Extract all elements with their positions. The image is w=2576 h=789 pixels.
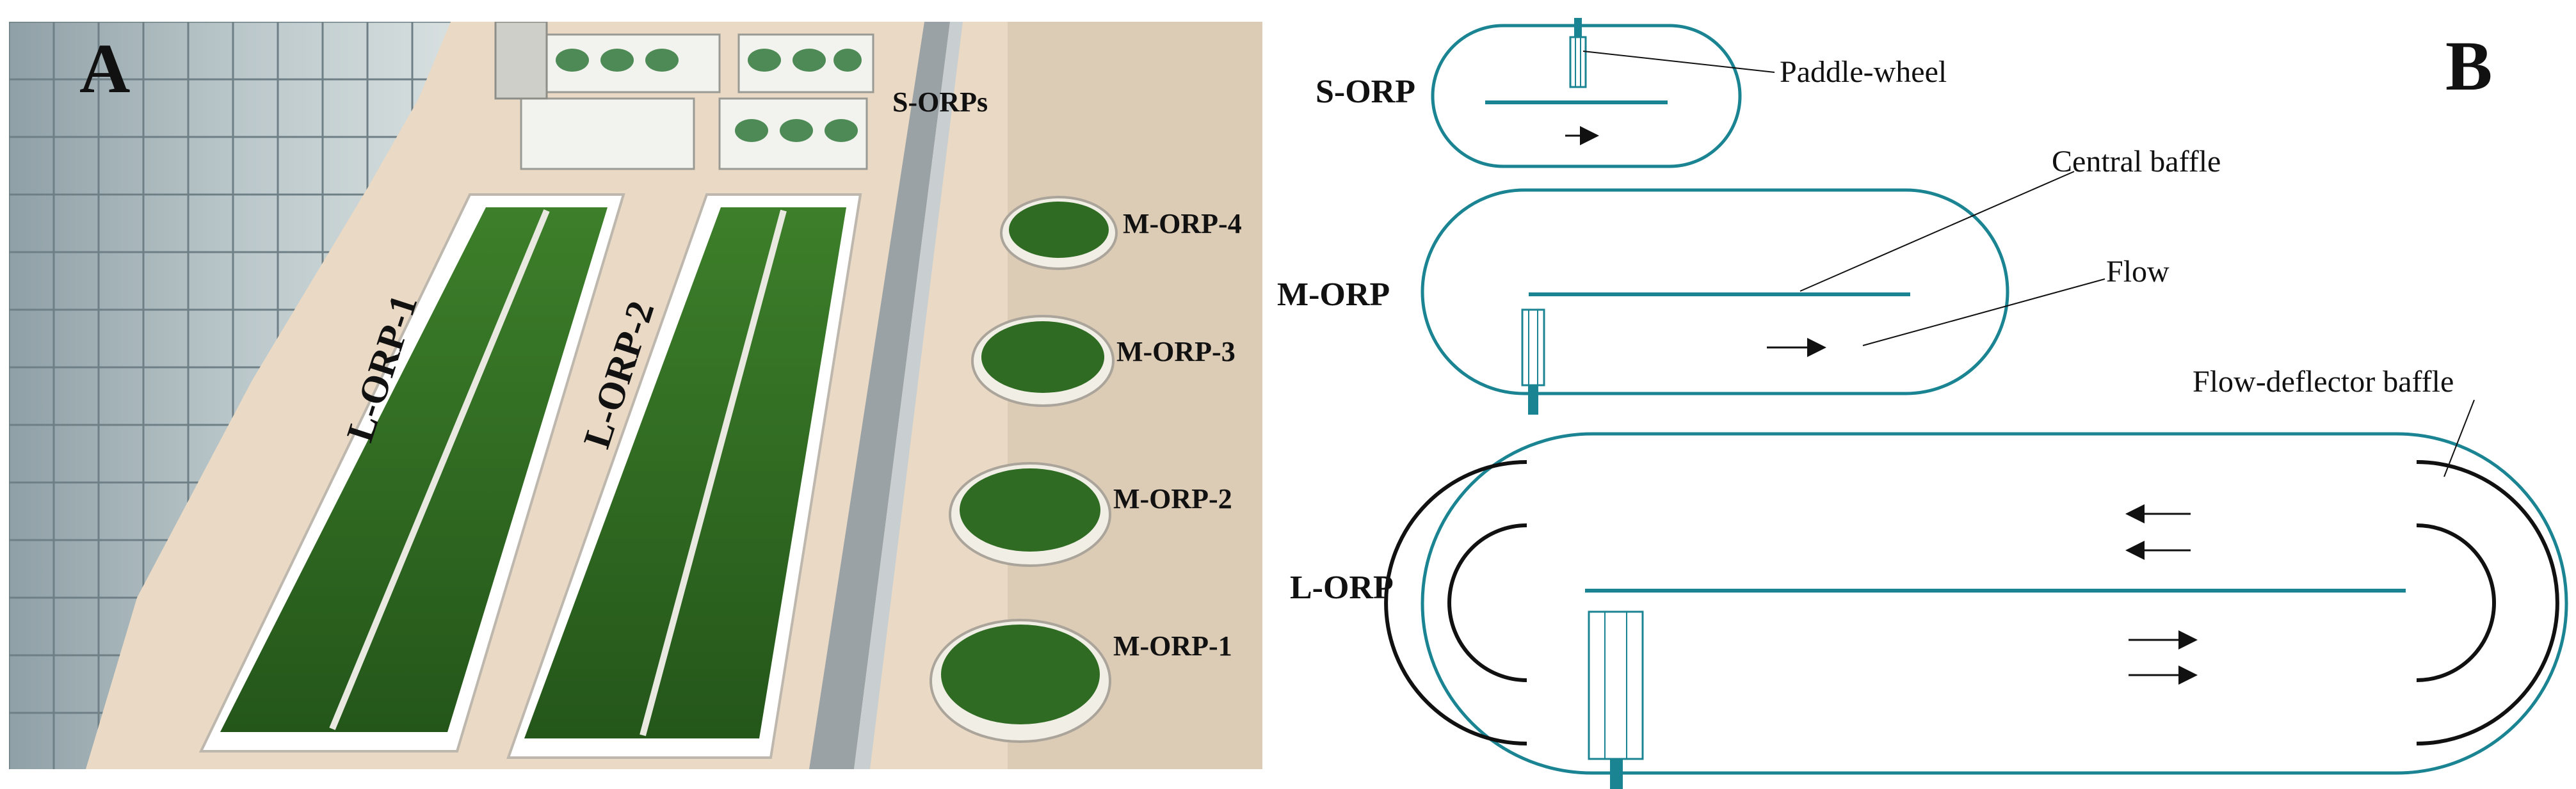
label-m-orp-4: M-ORP-4 [1123, 208, 1242, 239]
callout-central-baffle: Central baffle [2052, 145, 2221, 179]
paddle-wheel-icon [1588, 610, 1644, 760]
l-orp-schematic [1384, 432, 2568, 789]
m-orp-ponds [930, 196, 1118, 743]
panel-b-letter: B [2445, 27, 2492, 105]
panel-a-letter: A [79, 29, 130, 108]
label-m-orp-3: M-ORP-3 [1116, 336, 1236, 367]
paddle-wheel-icon [1569, 36, 1587, 88]
paddle-wheel-icon [1521, 308, 1545, 387]
m-orp-schematic [1421, 188, 2009, 415]
s-orp-schematic [1431, 18, 1742, 168]
label-s-orps: S-ORPs [892, 86, 988, 118]
s-orp-tanks [494, 22, 874, 170]
label-m-orp-1: M-ORP-1 [1113, 630, 1232, 662]
l-orp-2-pond [506, 193, 862, 759]
panel-a-photo: A S-ORPs L-ORP-1 L-ORP-2 M-ORP-4 M-ORP-3… [9, 22, 1262, 769]
label-m-orp: M-ORP [1277, 276, 1390, 313]
label-l-orp: L-ORP [1290, 570, 1394, 606]
callout-flow: Flow [2106, 255, 2169, 289]
paddle-wheel-leader [1582, 51, 1775, 73]
label-s-orp: S-ORP [1316, 74, 1415, 110]
panel-b-diagram: B S-ORP M-ORP [1277, 18, 2568, 789]
callout-flow-deflector-baffle: Flow-deflector baffle [2193, 365, 2454, 399]
central-baffle-leader [1799, 171, 2075, 292]
callout-paddle-wheel: Paddle-wheel [1780, 55, 1947, 89]
flow-deflector-leader [2443, 399, 2475, 477]
l-orp-1-pond [198, 193, 625, 753]
label-m-orp-2: M-ORP-2 [1113, 483, 1232, 514]
flow-leader [1862, 278, 2105, 346]
